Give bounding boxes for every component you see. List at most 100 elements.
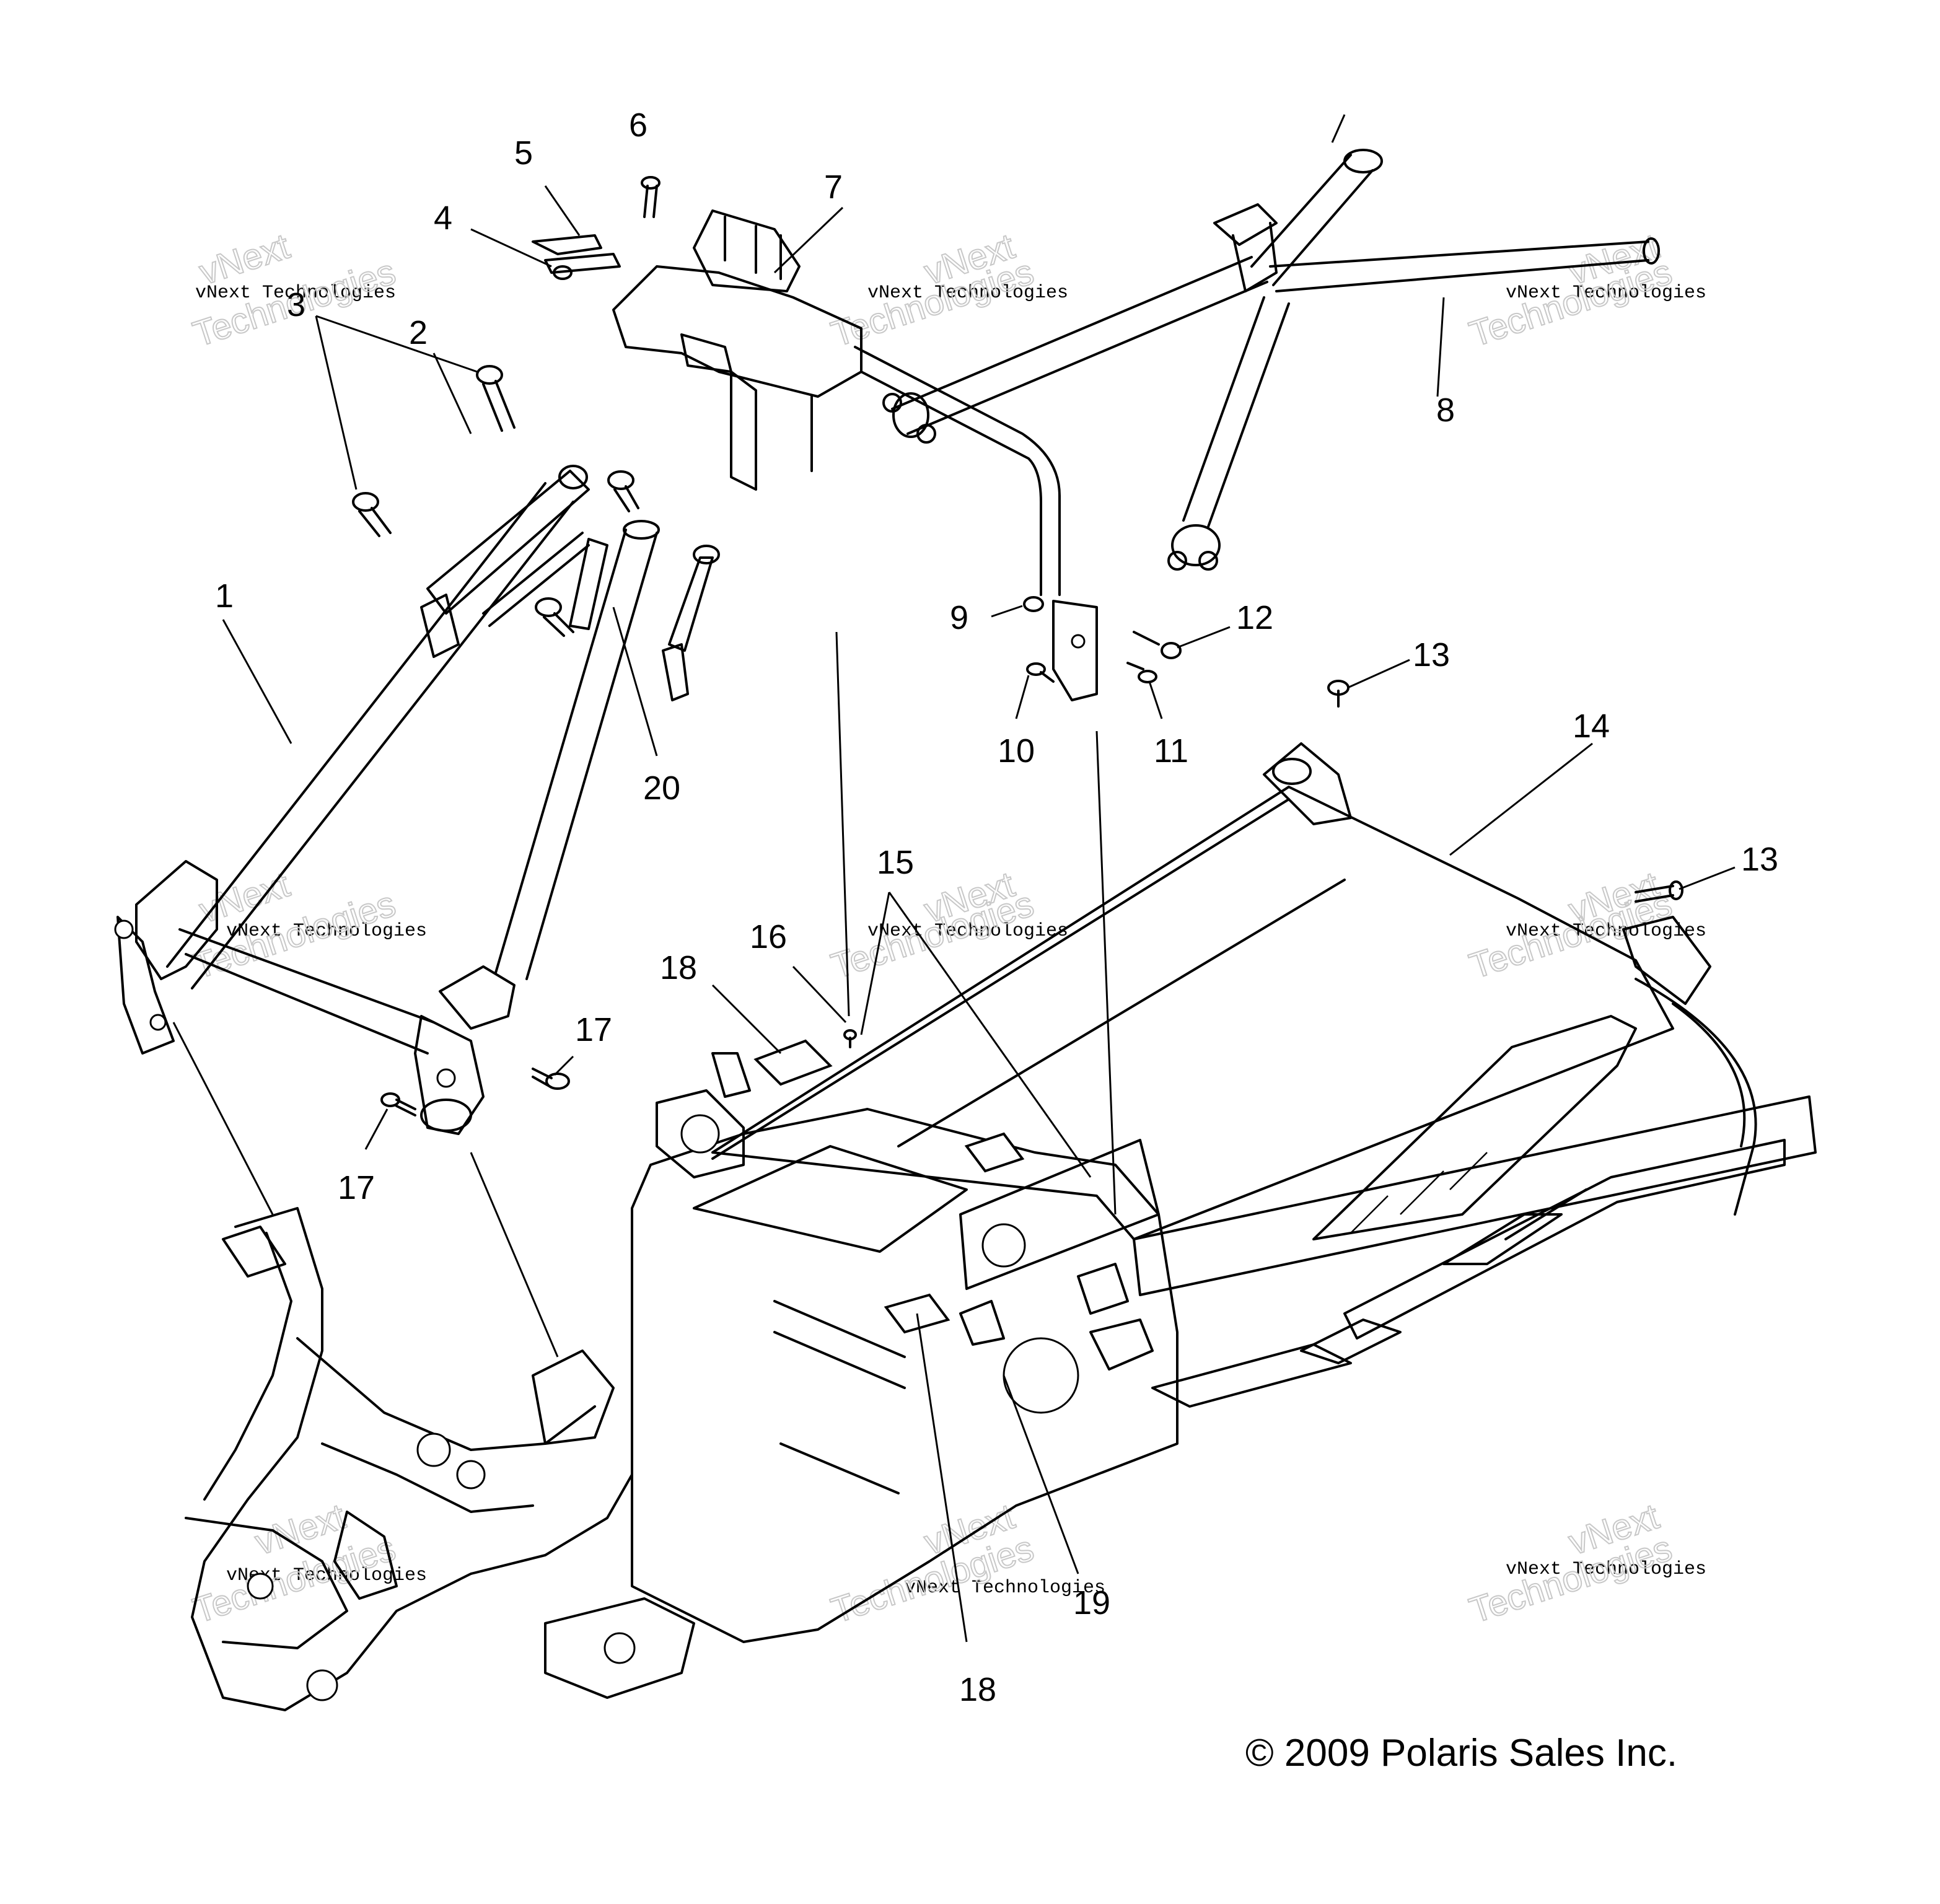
- leader-17a: [553, 1055, 574, 1076]
- callout-3: 3: [287, 286, 305, 323]
- leader-18a: [711, 984, 782, 1055]
- bolt-16: [843, 1029, 857, 1048]
- callout-11: 11: [1154, 732, 1188, 770]
- part-20-down-tube: [439, 520, 660, 1030]
- leader-vertical-b: [1095, 730, 1117, 1215]
- clip-5: [532, 234, 621, 274]
- bolt-10: [1026, 662, 1055, 683]
- bolt-13-right: [1635, 880, 1683, 903]
- callout-15: 15: [877, 844, 914, 881]
- leader-15b: [888, 892, 1092, 1178]
- bolt-17b: [380, 1092, 416, 1117]
- leader-16: [792, 965, 847, 1024]
- watermark-mid-center: vNext vNext Technologies Technologies: [826, 864, 1068, 988]
- bolt-3b: [352, 492, 392, 537]
- callout-8: 8: [1436, 392, 1455, 429]
- callout-18-top: 18: [660, 949, 697, 986]
- leader-13a: [1347, 659, 1410, 689]
- leader-vertical-c: [172, 1022, 274, 1215]
- callout-14: 14: [1573, 708, 1610, 745]
- svg-text:vNext Technologies: vNext Technologies: [1506, 1559, 1706, 1580]
- part-7-steering-bracket: [612, 209, 1098, 701]
- leader-vertical-d: [470, 1152, 559, 1358]
- callout-20: 20: [643, 770, 680, 807]
- callout-19: 19: [1073, 1584, 1110, 1621]
- svg-text:vNext Technologies: vNext Technologies: [905, 1577, 1105, 1599]
- nut-9: [1023, 596, 1044, 612]
- leader-17b: [364, 1108, 388, 1150]
- bolt-3c: [607, 470, 639, 512]
- callout-4: 4: [434, 200, 452, 237]
- callout-18-bottom: 18: [959, 1671, 996, 1708]
- part-1-frame-tube: [114, 482, 574, 1135]
- callout-17-right: 17: [575, 1011, 612, 1048]
- leader-4: [470, 228, 552, 268]
- leader-12: [1177, 626, 1231, 649]
- part-14-tunnel: [711, 742, 1817, 1408]
- callout-2: 2: [409, 314, 428, 351]
- leader-19: [1003, 1375, 1079, 1574]
- leader-7: [773, 206, 844, 274]
- watermarks: vNext vNext Technologies Technologies vN…: [188, 226, 1706, 1632]
- decal-15: [964, 1132, 1025, 1173]
- leader-9: [991, 605, 1023, 618]
- shock-link: [662, 545, 720, 701]
- nut-4: [553, 265, 573, 280]
- callout-13-right: 13: [1741, 841, 1778, 878]
- leader-2: [432, 353, 472, 434]
- callout-1: 1: [215, 577, 234, 615]
- callout-6: 6: [629, 107, 647, 144]
- leader-8-tip: [1331, 114, 1346, 143]
- leader-18b: [916, 1313, 968, 1643]
- leader-1: [222, 619, 292, 744]
- leader-3b: [315, 315, 478, 373]
- leader-11: [1148, 681, 1163, 719]
- leader-8: [1436, 297, 1445, 397]
- callout-10: 10: [998, 732, 1035, 770]
- leader-5: [544, 185, 581, 236]
- bolt-6: [641, 176, 661, 218]
- callout-16: 16: [750, 918, 787, 955]
- watermark-bottom-right: vNext vNext Technologies Technologies: [1464, 1496, 1706, 1632]
- callout-7: 7: [824, 169, 843, 206]
- svg-text:vNext Technologies: vNext Technologies: [1506, 283, 1706, 304]
- leader-14: [1449, 742, 1593, 856]
- leader-vertical-a: [835, 631, 850, 1017]
- leader-lines: [172, 114, 1736, 1643]
- svg-text:vNext Technologies: vNext Technologies: [226, 921, 427, 942]
- decal-18-top: [753, 1039, 833, 1086]
- callout-12: 12: [1236, 599, 1273, 636]
- leader-15a: [860, 892, 890, 1035]
- callout-17-left: 17: [338, 1169, 375, 1206]
- part-19-bulkhead: [631, 1052, 1178, 1643]
- leader-20: [612, 607, 658, 757]
- front-bulkhead-frame: [185, 1207, 695, 1711]
- watermark-bottom-center: vNext vNext Technologies Technologies: [826, 1496, 1105, 1632]
- bolt-3d: [535, 597, 574, 637]
- svg-text:vNext Technologies: vNext Technologies: [867, 921, 1068, 942]
- part-8-steering-brace: [882, 149, 1660, 571]
- watermark-top-center: vNext vNext Technologies Technologies: [826, 226, 1068, 356]
- decal-stickers: [753, 1039, 1025, 1334]
- leader-10: [1015, 675, 1030, 719]
- nut-12: [1133, 631, 1182, 659]
- callout-9: 9: [950, 599, 968, 636]
- part-2-link: [420, 465, 590, 658]
- svg-text:vNext Technologies: vNext Technologies: [1506, 921, 1706, 942]
- callout-5: 5: [514, 134, 533, 172]
- bolt-13-upper: [1327, 680, 1350, 708]
- copyright-notice: © 2009 Polaris Sales Inc.: [1245, 1732, 1677, 1775]
- hardware: [352, 176, 1683, 1117]
- bolt-3a: [476, 365, 516, 432]
- callout-labels: 1 2 3 4 5 6 7 8 9 10 11 12 13 13 14 15 1…: [215, 107, 1778, 1708]
- bolt-17a: [532, 1068, 570, 1090]
- callout-13-upper: 13: [1413, 636, 1450, 673]
- watermark-mid-left: vNext vNext Technologies Technologies: [188, 864, 427, 988]
- svg-text:vNext Technologies: vNext Technologies: [867, 283, 1068, 304]
- leader-13b: [1679, 866, 1736, 890]
- watermark-mid-right: vNext vNext Technologies Technologies: [1464, 864, 1706, 988]
- leader-3a: [315, 315, 358, 490]
- svg-text:vNext Technologies: vNext Technologies: [195, 283, 396, 304]
